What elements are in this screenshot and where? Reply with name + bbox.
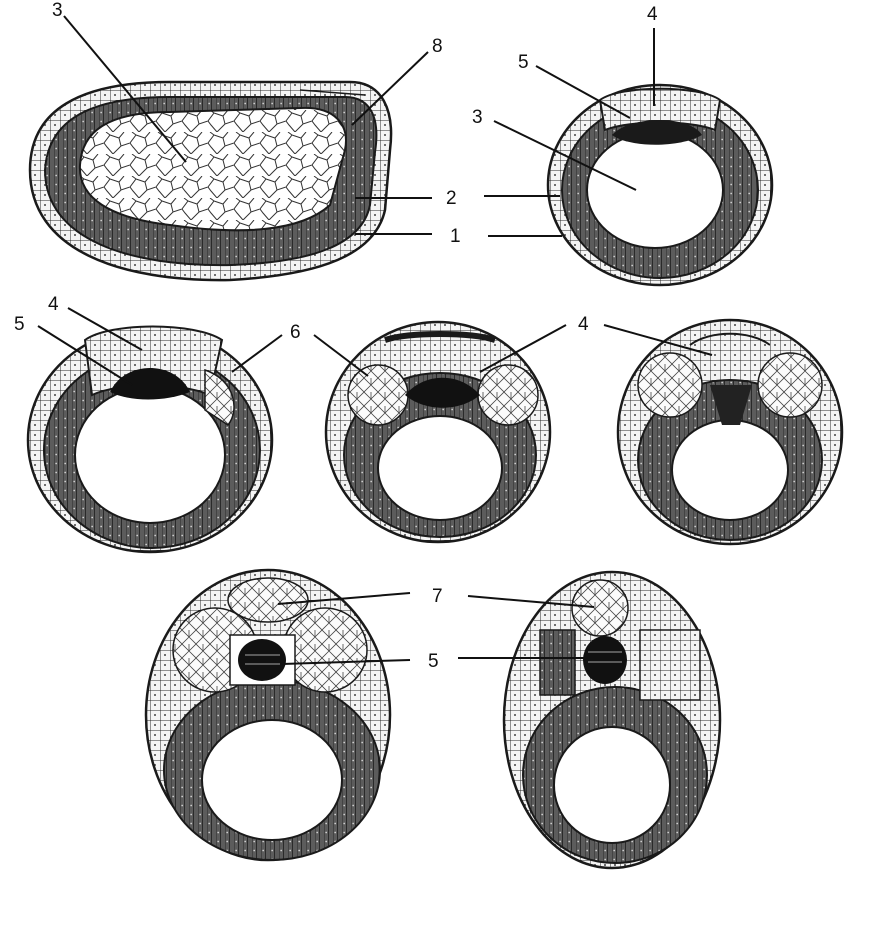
mesoderm-pouch: [204, 368, 235, 427]
leader-7-right: [467, 595, 595, 608]
chorda: [583, 636, 627, 684]
leader-4-mid: [67, 307, 143, 351]
neural-tube: [227, 577, 309, 623]
cross-section-stage-1: [546, 83, 774, 287]
label-3-right: 3: [472, 107, 483, 128]
leader-3-right: [493, 120, 637, 191]
cross-section-stage-4: [616, 318, 844, 546]
leader-6-left: [313, 334, 369, 377]
chorda: [238, 639, 286, 681]
somite-right: [477, 364, 539, 426]
cross-section-stage-5: [144, 568, 392, 862]
somite-left: [347, 364, 409, 426]
neural-tube: [571, 579, 629, 637]
leader-6-right: [231, 334, 283, 373]
labels: 3 8 2 1 4 5 3 4 5 6 4 7 5: [14, 0, 658, 672]
longitudinal-section: [28, 80, 393, 282]
leader-lines: [37, 15, 713, 665]
label-4-mid-left: 4: [48, 294, 59, 315]
leader-4-center: [479, 324, 567, 373]
label-3-left: 3: [52, 0, 63, 21]
gut-cavity: [586, 131, 724, 249]
chorda: [110, 368, 190, 400]
label-5-top: 5: [518, 52, 529, 73]
blastopore-lip: [299, 89, 366, 96]
label-4-mid-center: 4: [578, 314, 589, 335]
leader-8: [351, 51, 429, 126]
label-2: 2: [446, 188, 457, 209]
label-6: 6: [290, 322, 301, 343]
label-1: 1: [450, 226, 461, 247]
leader-5-mid: [37, 325, 133, 386]
neural-plate: [598, 87, 722, 132]
leader-3-left: [63, 15, 187, 163]
chorda: [710, 385, 752, 425]
label-5-bottom: 5: [428, 651, 439, 672]
leader-5-bottom-left: [281, 659, 411, 665]
label-5-mid-left: 5: [14, 314, 25, 335]
label-8: 8: [432, 36, 443, 57]
yolk-cells: [78, 106, 347, 232]
label-7: 7: [432, 586, 443, 607]
leader-7-left: [277, 592, 411, 605]
label-4-top: 4: [647, 4, 658, 25]
leader-5-top: [535, 65, 631, 119]
chorda: [612, 120, 702, 145]
cross-section-stage-2: [26, 325, 274, 554]
cross-section-stage-3: [324, 320, 552, 544]
cross-section-stage-6: [502, 570, 722, 870]
chorda: [405, 377, 480, 408]
leader-4-right: [603, 324, 713, 356]
